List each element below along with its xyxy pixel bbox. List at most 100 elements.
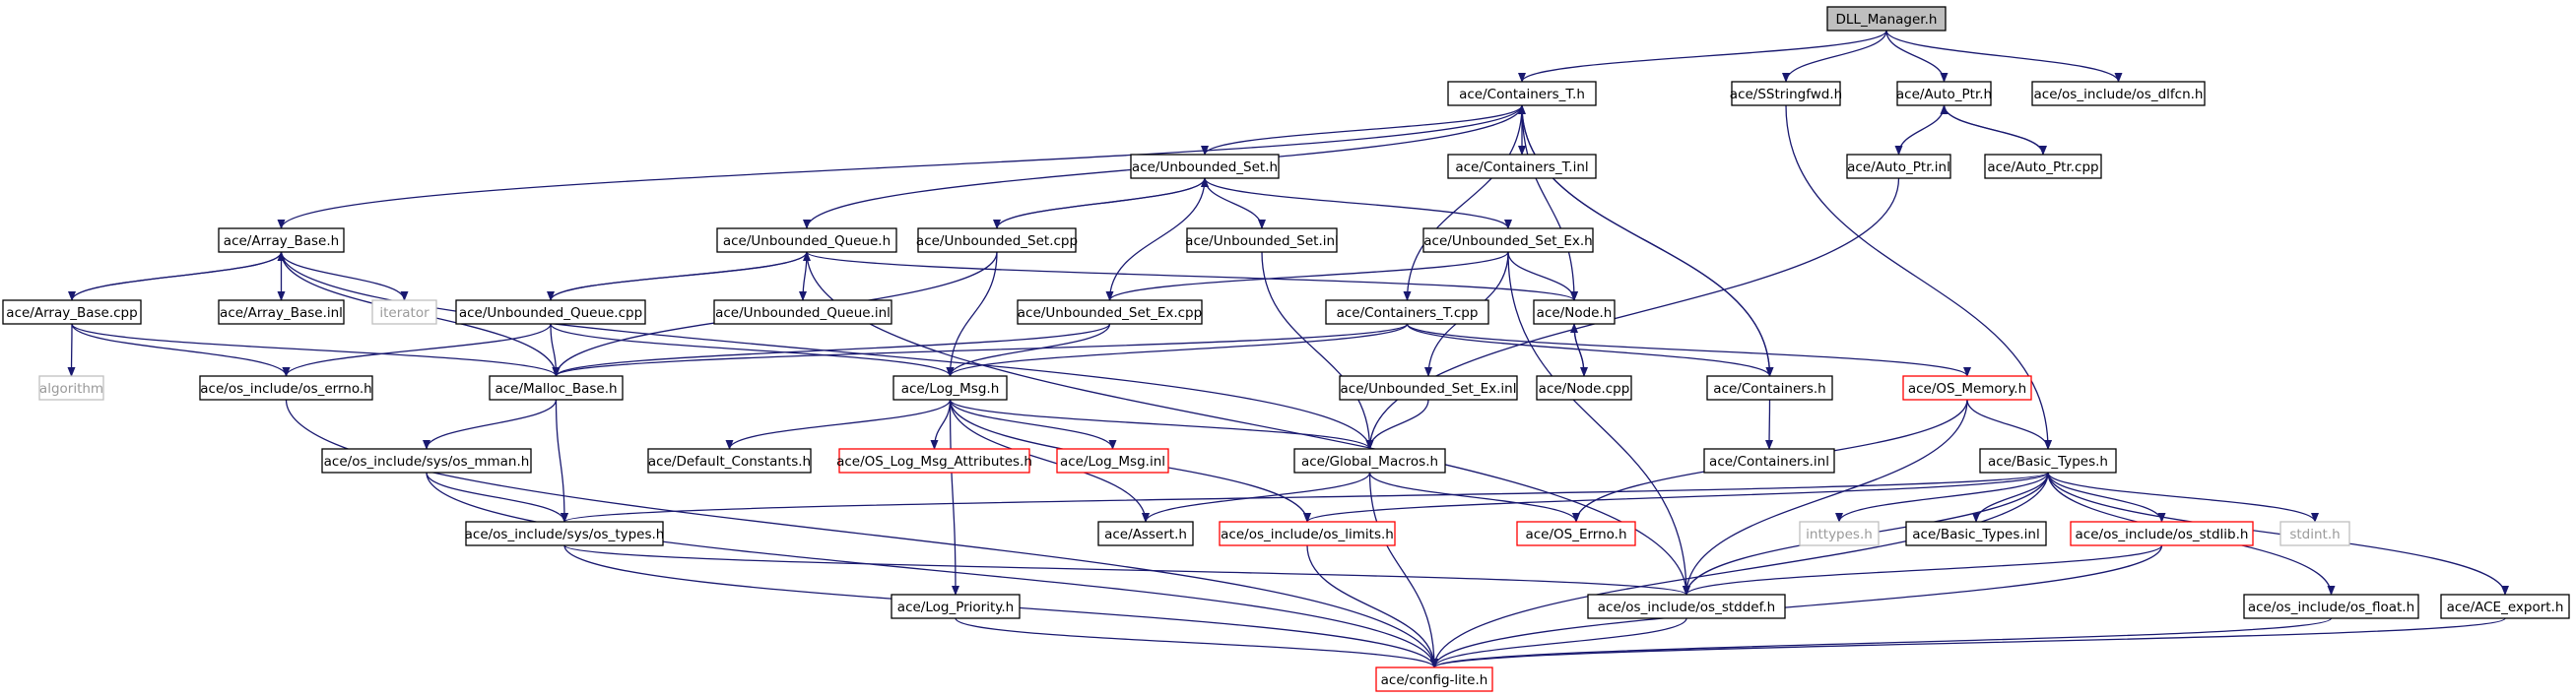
node-os-limits[interactable]: ace/os_include/os_limits.h bbox=[1219, 521, 1396, 546]
node-containers-t-h[interactable]: ace/Containers_T.h bbox=[1447, 81, 1597, 106]
edge-auto_ptr_cpp-to-auto_ptr_h bbox=[1940, 104, 2044, 156]
node-label: stdint.h bbox=[2289, 527, 2340, 542]
node-basic-types-inl[interactable]: ace/Basic_Types.inl bbox=[1905, 521, 2047, 546]
node-label: ace/Containers_T.cpp bbox=[1337, 305, 1479, 321]
node-config-lite[interactable]: ace/config-lite.h bbox=[1375, 666, 1493, 692]
node-node-h[interactable]: ace/Node.h bbox=[1533, 299, 1616, 325]
node-label: ace/Unbounded_Set.h bbox=[1132, 159, 1278, 175]
node-os-float[interactable]: ace/os_include/os_float.h bbox=[2243, 594, 2419, 619]
edge-array_base_cpp-to-os_errno bbox=[71, 323, 291, 377]
node-unbounded-queue-h[interactable]: ace/Unbounded_Queue.h bbox=[716, 227, 897, 253]
node-box bbox=[465, 521, 664, 546]
node-unbounded-queue-cpp[interactable]: ace/Unbounded_Queue.cpp bbox=[455, 299, 646, 325]
node-log-msg-inl[interactable]: ace/Log_Msg.inl bbox=[1056, 448, 1169, 474]
node-containers-t-inl[interactable]: ace/Containers_T.inl bbox=[1447, 154, 1597, 179]
node-box bbox=[371, 299, 437, 325]
edge-containers_t_h-to-array_base_h bbox=[277, 104, 1523, 229]
node-box bbox=[1325, 299, 1489, 325]
edge-os_mman-to-config_lite bbox=[426, 472, 1438, 668]
node-unbounded-set-ex-inl[interactable]: ace/Unbounded_Set_Ex.inl bbox=[1339, 375, 1518, 401]
node-os-log-msg-attr[interactable]: ace/OS_Log_Msg_Attributes.h bbox=[836, 448, 1032, 474]
node-auto-ptr-inl[interactable]: ace/Auto_Ptr.inl bbox=[1846, 154, 1951, 179]
node-box bbox=[218, 227, 345, 253]
node-node-cpp[interactable]: ace/Node.cpp bbox=[1536, 375, 1632, 401]
node-assert-h[interactable]: ace/Assert.h bbox=[1097, 521, 1194, 546]
node-box bbox=[2440, 594, 2570, 619]
node-unbounded-set-inl[interactable]: ace/Unbounded_Set.inl bbox=[1185, 227, 1339, 253]
node-box bbox=[647, 448, 812, 474]
node-os-stddef[interactable]: ace/os_include/os_stddef.h bbox=[1587, 594, 1786, 619]
node-os-types[interactable]: ace/os_include/sys/os_types.h bbox=[465, 521, 665, 546]
node-malloc-base[interactable]: ace/Malloc_Base.h bbox=[489, 375, 624, 401]
edge-unbounded_set_h-to-unbounded_set_inl bbox=[1204, 177, 1266, 229]
edge-os_stdlib-to-os_stddef bbox=[1683, 544, 2163, 596]
node-log-msg-h[interactable]: ace/Log_Msg.h bbox=[892, 375, 1008, 401]
node-label: ace/Auto_Ptr.h bbox=[1896, 87, 1992, 102]
edge-basic_types_h-to-os_stdlib bbox=[2047, 472, 2166, 523]
edge-os_types-to-os_stddef bbox=[563, 544, 1690, 596]
node-box bbox=[1447, 154, 1597, 179]
edge-unbounded_set_ex_h-to-unbounded_set_ex_cpp bbox=[1105, 251, 1509, 301]
node-os-dlfcn[interactable]: ace/os_include/os_dlfcn.h bbox=[2031, 81, 2206, 106]
node-box bbox=[1017, 299, 1203, 325]
node-box bbox=[199, 375, 373, 401]
edge-containers_h-to-containers_inl bbox=[1765, 399, 1774, 450]
node-auto-ptr-h[interactable]: ace/Auto_Ptr.h bbox=[1896, 81, 1992, 106]
node-containers-inl[interactable]: ace/Containers.inl bbox=[1703, 448, 1835, 474]
node-ace-export[interactable]: ace/ACE_export.h bbox=[2440, 594, 2570, 619]
node-sstringfwd[interactable]: ace/SStringfwd.h bbox=[1730, 81, 1842, 106]
edge-array_base_cpp-to-algorithm bbox=[67, 323, 76, 377]
node-log-priority[interactable]: ace/Log_Priority.h bbox=[891, 594, 1021, 619]
node-os-mman[interactable]: ace/os_include/sys/os_mman.h bbox=[321, 448, 532, 474]
edge-unbounded_queue_cpp-to-malloc_base bbox=[550, 323, 561, 377]
node-label: inttypes.h bbox=[1806, 527, 1873, 542]
node-os-errno-h[interactable]: ace/OS_Errno.h bbox=[1516, 521, 1636, 546]
node-unbounded-set-ex-h[interactable]: ace/Unbounded_Set_Ex.h bbox=[1422, 227, 1594, 253]
node-unbounded-set-ex-cpp[interactable]: ace/Unbounded_Set_Ex.cpp bbox=[1017, 299, 1203, 325]
node-label: ace/Unbounded_Set.inl bbox=[1185, 233, 1339, 249]
node-box bbox=[1056, 448, 1169, 474]
edge-os_stdlib-to-config_lite bbox=[1430, 544, 2163, 668]
node-array-base-h[interactable]: ace/Array_Base.h bbox=[218, 227, 345, 253]
node-unbounded-set-cpp[interactable]: ace/Unbounded_Set.cpp bbox=[916, 227, 1078, 253]
node-array-base-cpp[interactable]: ace/Array_Base.cpp bbox=[2, 299, 142, 325]
node-global-macros[interactable]: ace/Global_Macros.h bbox=[1293, 448, 1446, 474]
node-os-memory[interactable]: ace/OS_Memory.h bbox=[1902, 375, 2032, 401]
node-box bbox=[1799, 521, 1880, 546]
node-label: ace/os_include/os_limits.h bbox=[1221, 527, 1394, 542]
edge-dll_manager-to-containers_t_h bbox=[1518, 30, 1887, 83]
node-label: ace/Log_Msg.inl bbox=[1060, 454, 1165, 470]
node-label: ace/os_include/os_errno.h bbox=[200, 381, 371, 397]
node-box bbox=[2243, 594, 2419, 619]
node-box bbox=[1447, 81, 1597, 106]
node-label: ace/os_include/os_float.h bbox=[2248, 600, 2414, 615]
node-default-constants[interactable]: ace/Default_Constants.h bbox=[647, 448, 812, 474]
node-label: ace/Auto_Ptr.cpp bbox=[1987, 159, 2098, 175]
node-unbounded-set-h[interactable]: ace/Unbounded_Set.h bbox=[1130, 154, 1280, 179]
node-basic-types-h[interactable]: ace/Basic_Types.h bbox=[1979, 448, 2117, 474]
node-box bbox=[1896, 81, 1992, 106]
node-os-stdlib[interactable]: ace/os_include/os_stdlib.h bbox=[2070, 521, 2254, 546]
edge-global_macros-to-assert_h bbox=[1142, 472, 1371, 523]
node-label: ace/Unbounded_Set_Ex.cpp bbox=[1018, 305, 1202, 321]
node-label: ace/Containers_T.h bbox=[1459, 87, 1585, 102]
node-box bbox=[2, 299, 142, 325]
node-auto-ptr-cpp[interactable]: ace/Auto_Ptr.cpp bbox=[1984, 154, 2102, 179]
node-label: ace/OS_Errno.h bbox=[1525, 527, 1626, 542]
node-containers-t-cpp[interactable]: ace/Containers_T.cpp bbox=[1325, 299, 1489, 325]
node-box bbox=[2070, 521, 2254, 546]
node-box bbox=[1846, 154, 1951, 179]
node-unbounded-queue-inl[interactable]: ace/Unbounded_Queue.inl bbox=[713, 299, 892, 325]
node-box bbox=[1130, 154, 1280, 179]
node-label: ace/Unbounded_Queue.cpp bbox=[459, 305, 642, 321]
edge-array_base_cpp-to-malloc_base bbox=[71, 323, 561, 377]
node-array-base-inl[interactable]: ace/Array_Base.inl bbox=[218, 299, 345, 325]
node-iterator: iterator bbox=[371, 299, 437, 325]
node-label: ace/os_include/sys/os_mman.h bbox=[324, 454, 530, 470]
edge-log_msg_h-to-log_priority bbox=[949, 399, 959, 596]
node-os-errno[interactable]: ace/os_include/os_errno.h bbox=[199, 375, 373, 401]
node-label: ace/config-lite.h bbox=[1381, 672, 1488, 688]
edge-unbounded_set_ex_cpp-to-malloc_base bbox=[552, 323, 1111, 377]
node-containers-h[interactable]: ace/Containers.h bbox=[1706, 375, 1833, 401]
node-label: ace/Unbounded_Set_Ex.h bbox=[1423, 233, 1592, 249]
